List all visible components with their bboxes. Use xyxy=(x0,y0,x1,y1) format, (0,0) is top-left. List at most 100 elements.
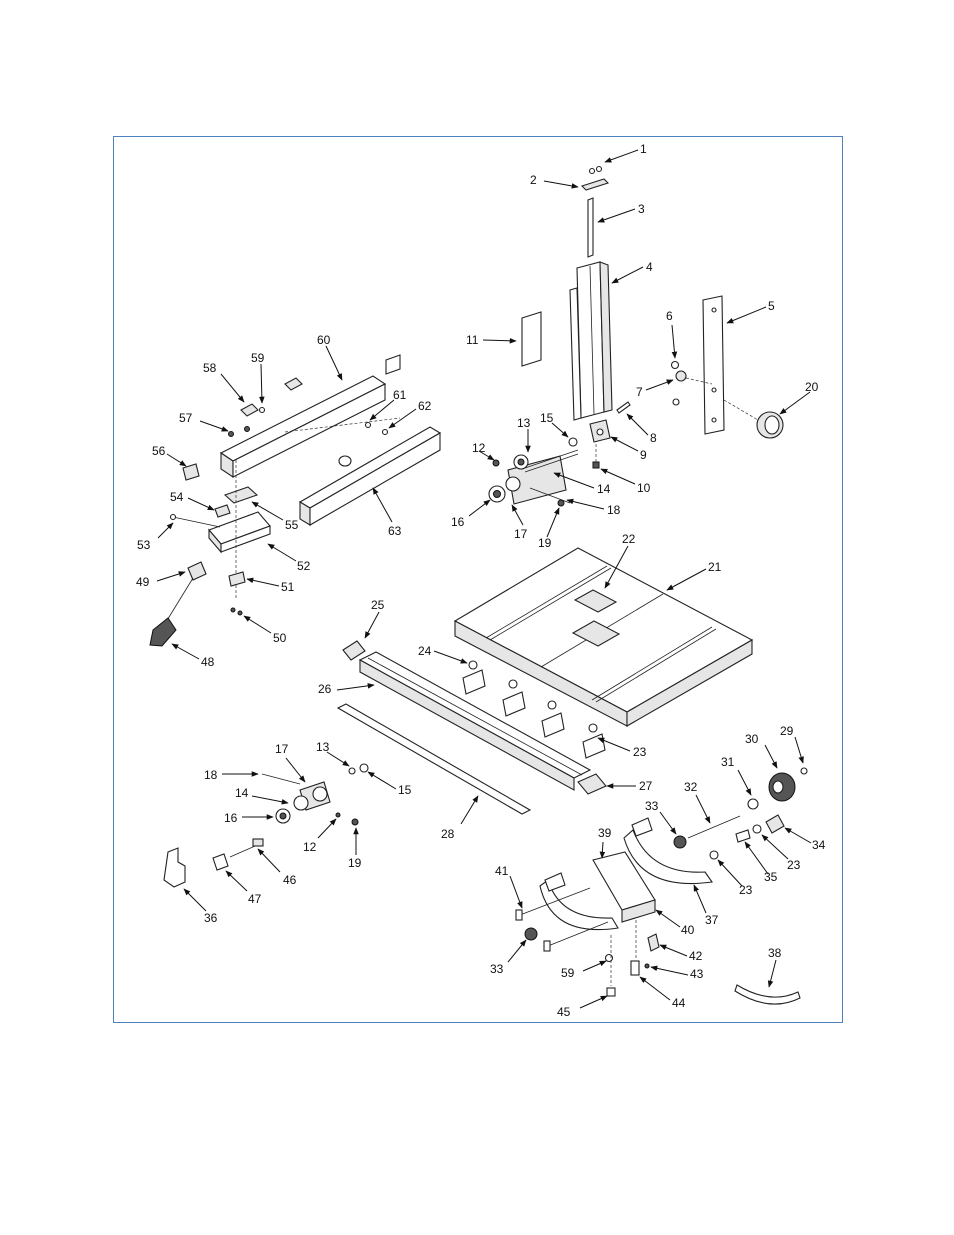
part-46-sleeve xyxy=(253,839,263,846)
callout-31: 31 xyxy=(721,755,735,769)
part-29-nut xyxy=(801,768,807,774)
part-63-extrusion-top xyxy=(300,427,440,508)
callout-21: 21 xyxy=(708,560,722,574)
callout-56: 56 xyxy=(152,444,166,458)
part-7-knob xyxy=(676,371,686,381)
callout-18-upper: 18 xyxy=(607,503,621,517)
callout-14-lower: 14 xyxy=(235,786,249,800)
callout-36: 36 xyxy=(204,911,218,925)
callout-48: 48 xyxy=(201,655,215,669)
callout-46: 46 xyxy=(283,873,297,887)
part-35-sleeve xyxy=(736,830,750,842)
part-54-pin xyxy=(215,505,230,517)
part-2-plate xyxy=(582,179,608,190)
part-13-pin-b xyxy=(349,768,355,774)
callout-20: 20 xyxy=(805,380,819,394)
callout-23-table: 23 xyxy=(633,745,647,759)
part-33-gear xyxy=(674,836,686,848)
callout-58: 58 xyxy=(203,361,217,375)
part-58-clip-b xyxy=(285,378,302,390)
callout-18-lower: 18 xyxy=(204,768,218,782)
part-56-pad xyxy=(183,464,199,480)
callout-42: 42 xyxy=(689,949,703,963)
part-59-washer xyxy=(260,408,265,413)
part-51-block xyxy=(229,572,245,586)
callout-30: 30 xyxy=(745,732,759,746)
part-1-screw-b xyxy=(597,167,602,172)
callout-50: 50 xyxy=(273,631,287,645)
part-60-fence-top xyxy=(221,376,385,461)
part-33-gear-b xyxy=(525,928,537,940)
callout-3: 3 xyxy=(638,202,645,216)
callout-59-upper: 59 xyxy=(251,351,265,365)
callout-4: 4 xyxy=(646,260,653,274)
callout-5: 5 xyxy=(768,299,775,313)
part-19-nut-b xyxy=(352,819,358,825)
callout-24: 24 xyxy=(418,644,432,658)
callout-12-lower: 12 xyxy=(303,840,317,854)
callout-51: 51 xyxy=(281,580,295,594)
callout-13-lower: 13 xyxy=(316,740,330,754)
callout-23-right: 23 xyxy=(787,858,801,872)
part-45-nut xyxy=(607,988,615,996)
part-14-roller-b xyxy=(294,796,308,810)
callout-2: 2 xyxy=(530,173,537,187)
callout-16-upper: 16 xyxy=(451,515,465,529)
callout-33-lower: 33 xyxy=(490,962,504,976)
callout-22: 22 xyxy=(622,532,636,546)
callout-17-lower: 17 xyxy=(275,742,289,756)
part-1-screw xyxy=(590,169,595,174)
part-43-screw xyxy=(645,964,649,968)
part-59-washer-b xyxy=(606,955,613,962)
callout-28: 28 xyxy=(441,827,455,841)
part-3-bar xyxy=(588,198,593,257)
part-44-bolt xyxy=(631,961,639,975)
callout-45: 45 xyxy=(557,1005,571,1019)
callout-60: 60 xyxy=(317,333,331,347)
callout-13-upper: 13 xyxy=(517,416,531,430)
callout-37: 37 xyxy=(705,913,719,927)
callout-9: 9 xyxy=(640,448,647,462)
part-60-end-plate xyxy=(386,355,400,374)
callout-41: 41 xyxy=(495,864,509,878)
callout-27: 27 xyxy=(639,779,653,793)
callout-15-upper: 15 xyxy=(540,411,554,425)
part-57-screw xyxy=(229,432,234,437)
part-41-bolt xyxy=(516,910,522,920)
callout-19-upper: 19 xyxy=(538,536,552,550)
callout-39: 39 xyxy=(598,826,612,840)
callout-44: 44 xyxy=(672,996,686,1010)
part-53-rod xyxy=(171,515,176,520)
part-8-pin xyxy=(617,402,630,413)
callout-59-lower: 59 xyxy=(561,966,575,980)
part-25-end-cap xyxy=(343,641,365,660)
callout-14-upper: 14 xyxy=(597,482,611,496)
callout-54: 54 xyxy=(170,490,184,504)
trunnion-assembly xyxy=(516,768,807,1004)
callout-49: 49 xyxy=(136,575,150,589)
part-48-handle xyxy=(150,618,176,646)
callout-25: 25 xyxy=(371,598,385,612)
part-12-screw-b xyxy=(336,813,340,817)
callout-52: 52 xyxy=(297,559,311,573)
part-38-strip xyxy=(735,985,800,1004)
callout-17-upper: 17 xyxy=(514,527,528,541)
part-47-block xyxy=(213,854,228,870)
part-36-bracket xyxy=(164,848,185,887)
part-12-screw xyxy=(493,460,499,466)
part-42-key xyxy=(648,934,659,951)
part-60-fence-front xyxy=(233,384,385,477)
part-11-plate xyxy=(522,312,541,366)
callout-1: 1 xyxy=(640,142,647,156)
callout-8: 8 xyxy=(650,431,657,445)
callout-34: 34 xyxy=(812,838,826,852)
callout-55: 55 xyxy=(285,518,299,532)
callout-62: 62 xyxy=(418,399,432,413)
callout-47: 47 xyxy=(248,892,262,906)
callout-16-lower: 16 xyxy=(224,811,238,825)
callout-11: 11 xyxy=(466,333,479,347)
clamp-assembly-lower xyxy=(164,764,368,887)
callout-32: 32 xyxy=(684,780,698,794)
callout-38: 38 xyxy=(768,946,782,960)
